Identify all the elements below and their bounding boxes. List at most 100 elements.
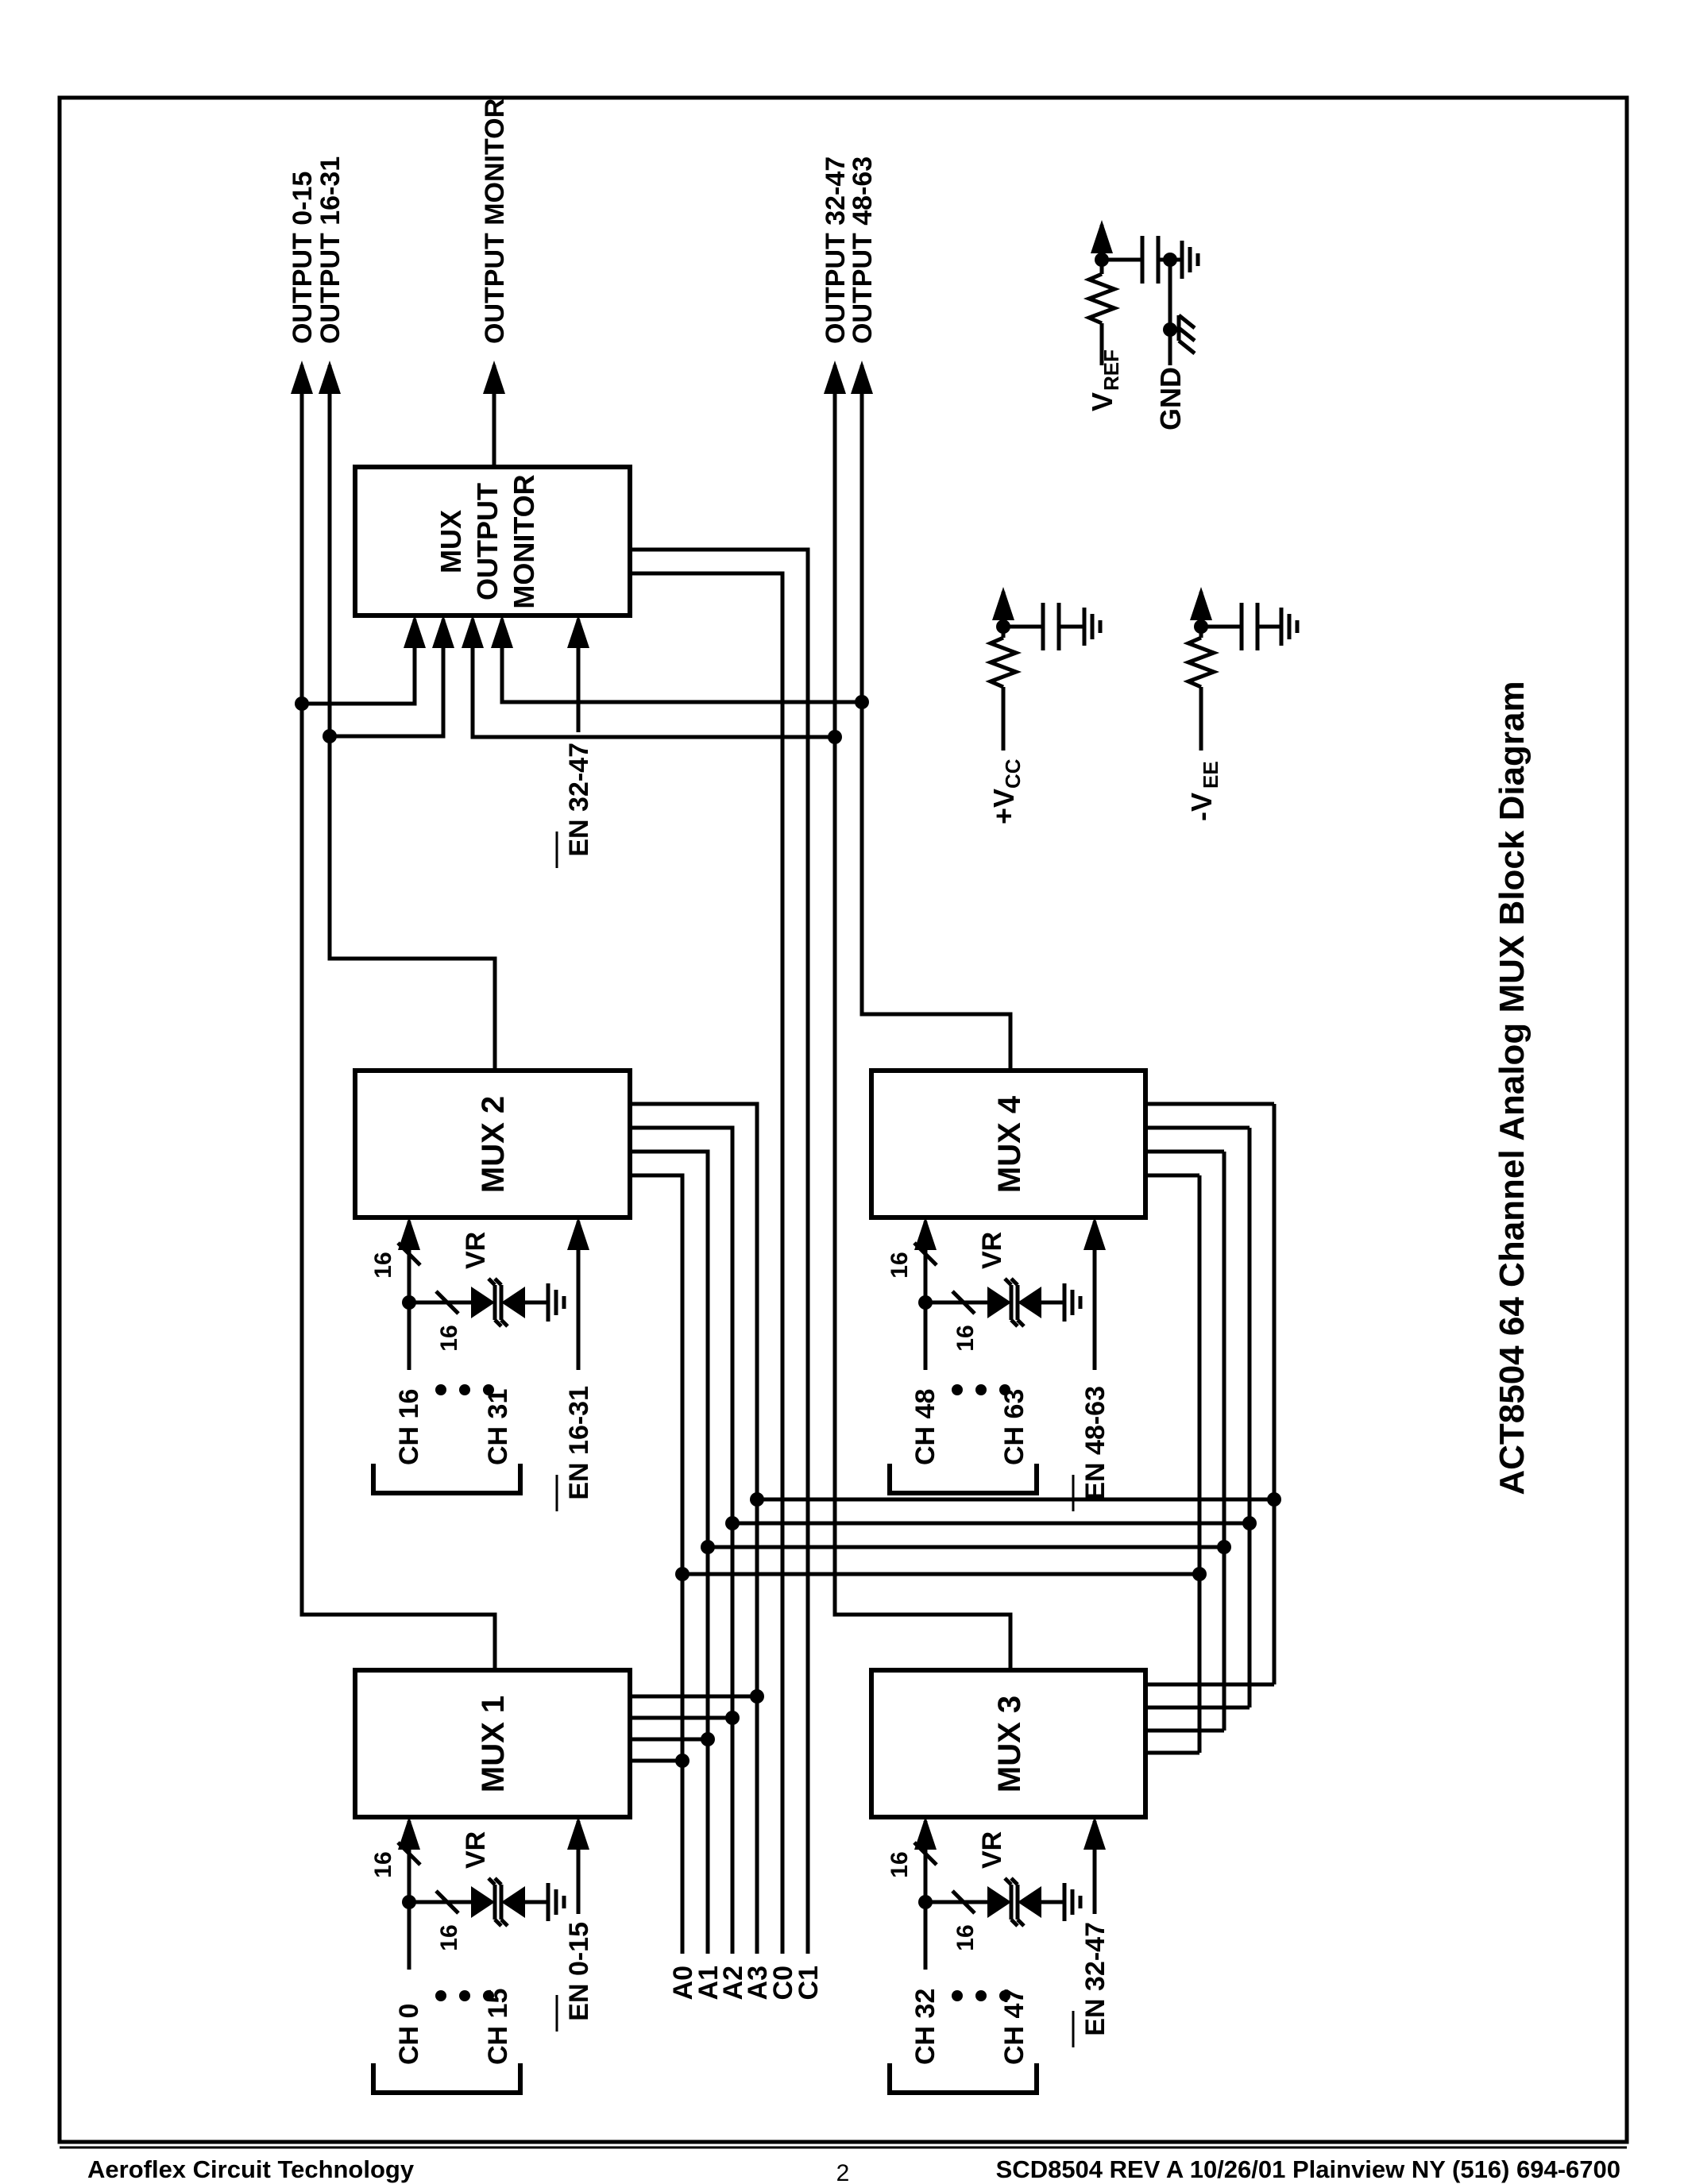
ch-last-label: CH 63 [999, 1389, 1029, 1465]
bus-width-slash-icon [951, 1290, 976, 1315]
bus-width-slash-icon [435, 1889, 460, 1915]
footer-page-number: 2 [836, 2160, 850, 2184]
en-0-15-label: EN 0-15 [564, 1922, 594, 2021]
ch-first-label: CH 16 [394, 1389, 424, 1465]
mux4-label: MUX 4 [992, 1095, 1027, 1193]
monitor-label-2: OUTPUT [471, 483, 504, 600]
vr-diode-icon [471, 1277, 525, 1328]
vref-circuit: V REF [1083, 225, 1200, 411]
mux1-label: MUX 1 [476, 1696, 511, 1792]
output-48-63-net: OUTPUT 48-63 [491, 156, 1013, 1071]
rotated-diagram: MUX 1 MUX 2 MUX 3 MUX 4 MUX OUTPUT MONIT… [288, 98, 1532, 2095]
mux2-label: MUX 2 [476, 1096, 511, 1193]
chassis-ground-icon [1170, 314, 1196, 355]
gnd-circuit: GND [1154, 260, 1196, 430]
channel-bracket [371, 1464, 523, 1495]
ch-first-label: CH 0 [394, 2004, 424, 2065]
ch-last-label: CH 31 [483, 1389, 513, 1465]
earth-ground-icon [1279, 608, 1300, 646]
vref-label: V [1086, 392, 1118, 411]
bus-width-slash-icon [913, 1241, 938, 1267]
vcc-label: +V [987, 789, 1020, 824]
vee-label: -V [1185, 793, 1218, 821]
mux3-label: MUX 3 [992, 1696, 1027, 1792]
vee-circuit: -V EE [1182, 592, 1300, 821]
bus-width-slash-icon [951, 1889, 976, 1915]
vr-label: VR [977, 1831, 1007, 1869]
output-16-31-label: OUTPUT 16-31 [315, 156, 346, 344]
resistor-icon [1083, 272, 1121, 326]
output-32-47-label: OUTPUT 32-47 [821, 156, 851, 344]
vcc-circuit: +V CC [984, 592, 1103, 824]
mux1-block: MUX 1 [353, 1668, 632, 1819]
bus-width-slash-icon [913, 1841, 938, 1866]
channel-bracket [887, 1464, 1039, 1495]
monitor-enable-net: EN 32-47 [555, 615, 594, 868]
gnd-label: GND [1154, 367, 1187, 430]
bus-width-label: 16 [370, 1851, 396, 1877]
ch-first-label: CH 48 [910, 1389, 941, 1465]
bus-width-label: 16 [952, 1924, 979, 1951]
mux3-channel-group: 16 16 VR CH 32 CH 47 EN 32-47 [886, 1816, 1111, 2095]
earth-ground-icon [1062, 1883, 1083, 1921]
en-48-63-label: EN 48-63 [1080, 1386, 1111, 1500]
vr-diode-icon [987, 1877, 1041, 1927]
earth-ground-icon [1062, 1283, 1083, 1322]
earth-ground-icon [1170, 241, 1200, 279]
earth-ground-icon [1082, 608, 1103, 646]
output-16-31-net: OUTPUT 16-31 [315, 156, 497, 1071]
bus-width-label: 16 [886, 1851, 913, 1877]
mux3-block: MUX 3 [869, 1668, 1148, 1819]
mux2-channel-group: 16 16 VR CH 16 CH 31 EN 16-31 [370, 1217, 594, 1511]
vee-label-sub: EE [1199, 761, 1223, 789]
c1-label: C1 [794, 1966, 824, 2000]
capacitor-icon [1041, 603, 1061, 650]
bus-width-slash-icon [435, 1290, 460, 1315]
footer: Aeroflex Circuit Technology 2 SCD8504 RE… [60, 2146, 1627, 2184]
ch-first-label: CH 32 [910, 1989, 941, 2065]
output-monitor-label: OUTPUT MONITOR [480, 98, 510, 344]
vcc-label-sub: CC [1001, 758, 1025, 789]
resistor-icon [984, 635, 1022, 689]
bus-width-label: 16 [436, 1924, 462, 1951]
bus-width-label: 16 [886, 1252, 913, 1278]
monitor-label-3: MONITOR [508, 474, 540, 608]
resistor-icon [1182, 635, 1220, 689]
en-16-31-label: EN 16-31 [564, 1386, 594, 1500]
bus-width-slash-icon [396, 1841, 422, 1866]
output-monitor-net: OUTPUT MONITOR [480, 98, 510, 467]
capacitor-icon [1140, 236, 1161, 284]
channel-bracket [887, 2063, 1039, 2095]
output-48-63-label: OUTPUT 48-63 [848, 156, 878, 344]
a0-label: A0 [668, 1966, 698, 2000]
c0-label: C0 [768, 1966, 798, 2000]
vr-diode-icon [471, 1877, 525, 1927]
a1-label: A1 [693, 1966, 724, 2000]
earth-ground-icon [546, 1883, 566, 1921]
footer-doc-info: SCD8504 REV A 10/26/01 Plainview NY (516… [996, 2155, 1620, 2183]
vr-diode-icon [987, 1277, 1041, 1328]
monitor-label-1: MUX [435, 510, 467, 573]
a2-label: A2 [718, 1966, 748, 2000]
mux1-channel-group: 16 16 VR CH 0 CH 15 EN 0-15 [370, 1816, 594, 2095]
vr-label: VR [977, 1232, 1007, 1269]
vr-label: VR [461, 1831, 491, 1869]
address-bus: A0 A1 A2 A3 C0 C1 [630, 547, 1281, 2000]
mux4-block: MUX 4 [869, 1068, 1148, 1220]
bus-width-label: 16 [370, 1252, 396, 1278]
vr-label: VR [461, 1232, 491, 1269]
vref-label-sub: REF [1099, 349, 1123, 391]
output-32-47-net: OUTPUT 32-47 [462, 156, 1013, 1670]
en-32-47-label: EN 32-47 [1080, 1922, 1111, 2036]
bus-width-slash-icon [396, 1241, 422, 1267]
page-border [57, 95, 1629, 2144]
footer-company: Aeroflex Circuit Technology [87, 2155, 415, 2183]
capacitor-icon [1239, 603, 1260, 650]
mux2-block: MUX 2 [353, 1068, 632, 1220]
output-0-15-label: OUTPUT 0-15 [288, 172, 318, 344]
mux4-channel-group: 16 16 VR CH 48 CH 63 EN 48-63 [886, 1217, 1111, 1511]
a3-label: A3 [743, 1966, 773, 2000]
diagram-title: ACT8504 64 Channel Analog MUX Block Diag… [1493, 681, 1532, 1495]
